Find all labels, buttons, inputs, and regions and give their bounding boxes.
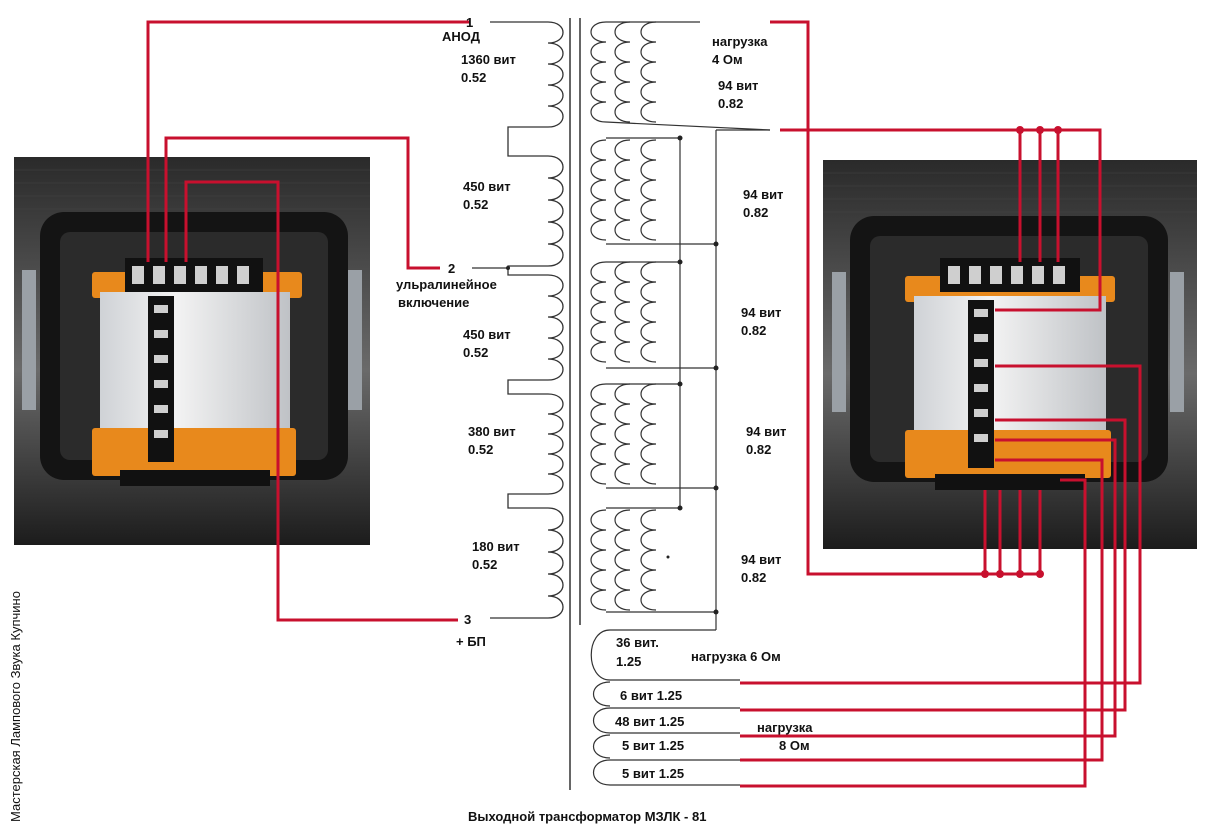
red-wires	[146, 20, 1142, 788]
junction-dots	[506, 135, 719, 615]
low-impedance-winding	[590, 629, 740, 786]
primary-section-1-turns: 1360 вит	[461, 52, 516, 67]
secondary-section-3-wire: 0.82	[741, 323, 767, 338]
winding-48-label: 48 вит 1.25	[615, 714, 685, 729]
primary-section-3-wire: 0.52	[463, 345, 489, 360]
transformer-core	[569, 18, 581, 790]
primary-section-4-turns: 380 вит	[468, 424, 516, 439]
load-8-ohm-label-1: нагрузка	[757, 720, 813, 735]
primary-section-4-wire: 0.52	[468, 442, 494, 457]
secondary-section-5-turns: 94 вит	[741, 552, 782, 567]
winding-6-label: 6 вит 1.25	[620, 688, 683, 703]
wire-junctions	[981, 126, 1062, 578]
winding-5b-label: 5 вит 1.25	[622, 766, 685, 781]
secondary-section-4-turns: 94 вит	[746, 424, 787, 439]
ultralinear-label-2: включение	[398, 295, 470, 310]
secondary-winding	[590, 21, 771, 630]
bp-label: + БП	[456, 634, 486, 649]
secondary-section-2-turns: 94 вит	[743, 187, 784, 202]
primary-section-5-wire: 0.52	[472, 557, 498, 572]
secondary-section-1-wire: 0.82	[718, 96, 744, 111]
load-8-ohm-label-2: 8 Ом	[779, 738, 810, 753]
right-transformer-photo	[823, 160, 1197, 549]
load-6-ohm-label: нагрузка 6 Ом	[691, 649, 781, 664]
diagram-caption: Выходной трансформатор МЗЛК - 81	[468, 809, 707, 824]
load-4-ohm-label-1: нагрузка	[712, 34, 768, 49]
secondary-section-2-wire: 0.82	[743, 205, 769, 220]
primary-section-3-turns: 450 вит	[463, 327, 511, 342]
winding-5a-label: 5 вит 1.25	[622, 738, 685, 753]
workshop-side-caption: Мастерская Лампового Звука Купчино	[8, 591, 23, 822]
secondary-section-3-turns: 94 вит	[741, 305, 782, 320]
anode-terminal-number: 1	[466, 15, 474, 30]
ultralinear-label-1: ульралинейное	[396, 277, 497, 292]
primary-section-5-turns: 180 вит	[472, 539, 520, 554]
primary-winding	[472, 21, 564, 619]
bp-terminal-number: 3	[464, 612, 472, 627]
primary-section-2-wire: 0.52	[463, 197, 489, 212]
secondary-section-1-turns: 94 вит	[718, 78, 759, 93]
load-4-ohm-label-2: 4 Ом	[712, 52, 743, 67]
anode-label: АНОД	[442, 29, 480, 44]
left-transformer-photo	[14, 157, 370, 545]
secondary-section-5-wire: 0.82	[741, 570, 767, 585]
winding-36-wire: 1.25	[616, 654, 642, 669]
secondary-section-4-wire: 0.82	[746, 442, 772, 457]
ultralinear-terminal-number: 2	[448, 261, 456, 276]
winding-36-turns: 36 вит.	[616, 635, 659, 650]
primary-section-1-wire: 0.52	[461, 70, 487, 85]
primary-section-2-turns: 450 вит	[463, 179, 511, 194]
